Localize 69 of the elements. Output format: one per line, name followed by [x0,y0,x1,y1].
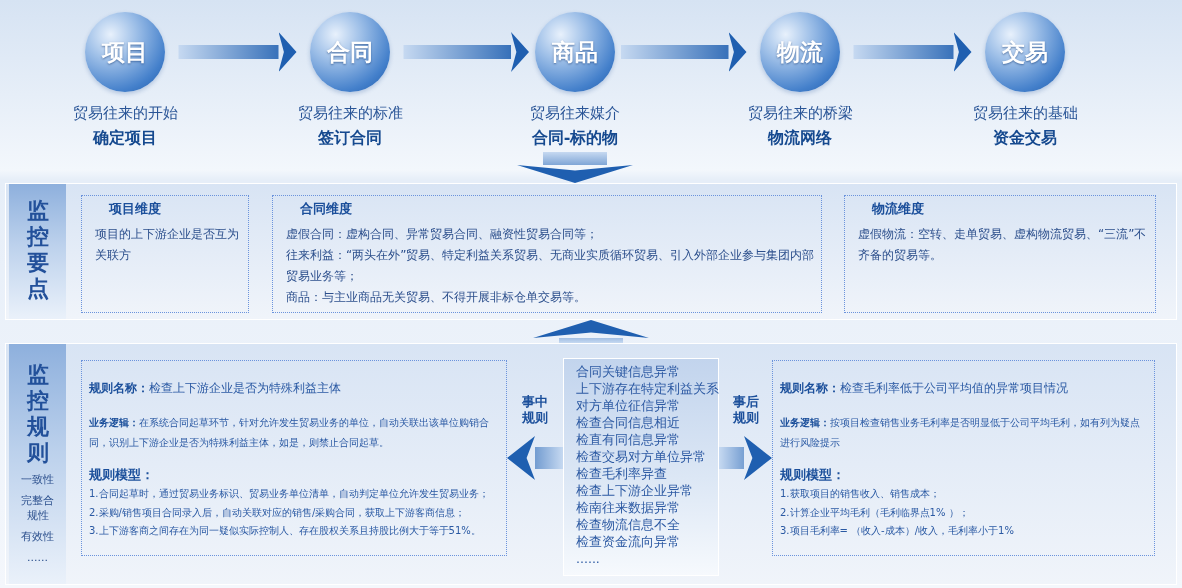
arrow [507,436,563,480]
band-panel [5,183,1177,320]
rule-model-item: 1.获取项目的销售收入、销售成本； [780,487,940,501]
stage-caption: 贸易往来的桥梁 [747,104,853,123]
edge-label: 事后规则 [732,394,759,426]
arrow [621,32,747,72]
band-panel [5,343,1177,585]
stage-subtitle: 物流网络 [768,128,832,147]
rule-list-item: 合同关键信息异常 [576,363,680,380]
rule-logic-text: 业务逻辑：按项目检查销售业务毛利率是否明显低于公司平均毛利，如有列为疑点进行风险提示 [780,416,1141,450]
rule-list-item: 检查上下游企业异常 [576,482,693,499]
stage-caption: 贸易往来的基础 [972,104,1078,123]
dimension-heading: 物流维度 [872,200,924,218]
rule-model-item: 3.项目毛利率= （收入-成本）/收入，毛利率小于1% [780,524,1014,538]
edge-label: 事中规则 [522,394,548,426]
stage-subtitle: 合同-标的物 [531,128,619,147]
arrow [719,436,772,480]
rule-model-item: 2.采购/销售项目合同录入后，自动关联对应的销售/采购合同，获取上下游客商信息； [89,505,466,520]
arrow [853,32,972,72]
rule-list-item: 检查毛利率异查 [576,465,667,482]
dimension-box [844,195,1156,313]
dimension-text: 商品：与主业商品无关贸易、不得开展非标仓单交易等。 [286,289,587,306]
criterion-text: 有效性 [21,529,54,544]
arrow [517,152,633,183]
stage-caption: 贸易往来的标准 [297,104,403,123]
stage-subtitle: 签订合同 [318,128,382,147]
dimension-text: 往来利益：“两头在外”贸易、特定利益关系贸易、无商业实质循环贸易、引入外部企业参与集团内部贸易业务等； [286,247,815,285]
dimension-text: 虚假合同：虚构合同、异常贸易合同、融资性贸易合同等； [286,226,599,243]
arrow [178,32,297,72]
dimension-text: 虚假物流：空转、走单贸易、虚构物流贸易、“三流”不齐备的贸易等。 [858,226,1148,264]
rule-list-item: 检查物流信息不全 [576,516,680,533]
dimension-box [81,195,249,313]
stage-circle: 合同 [310,12,390,92]
ellipsis-text: ...... [576,550,600,567]
criterion-text: 完整合规性 [20,493,55,523]
rule-name-text: 规则名称：检查毛利率低于公司平均值的异常项目情况 [780,380,1068,397]
rule-list-item: 检直有同信息异常 [576,431,680,448]
arrow [403,32,529,72]
rule-logic-text: 业务逻辑：在系统合同起草环节，针对允许发生贸易业务的单位，自动关联出该单位购销合同，识别上下游企业是否为特殊利益主体，如是，则禁止合同起草。 [89,416,490,450]
stage-circle: 商品 [535,12,615,92]
rule-name-text: 规则名称：检查上下游企业是否为特殊利益主体 [89,380,341,397]
arrow [533,320,649,343]
criterion-text: 一致性 [21,472,54,487]
rule-list-item: 检查合同信息相近 [576,414,680,431]
rule-model-item: 2.计算企业平均毛利（毛利临界点1% ）； [780,505,969,520]
stage-subtitle: 确定项目 [93,128,157,147]
rule-model-item: 1.合同起草时，通过贸易业务标识、贸易业务单位清单，自动判定单位允许发生贸易业务； [89,487,489,501]
rule-list-item: 检查交易对方单位异常 [576,448,706,465]
ellipsis-text: ...... [27,550,48,565]
rule-list-item: 对方单位征信异常 [576,397,680,414]
rule-list-item: 检南往来数据异常 [576,499,680,516]
rule-model-heading: 规则模型： [780,466,845,484]
stage-circle: 物流 [760,12,840,92]
rule-model-heading: 规则模型： [89,466,154,484]
stage-circle: 项目 [85,12,165,92]
rule-list-box [563,358,719,576]
stage-caption: 贸易往来媒介 [530,104,620,123]
dimension-box [272,195,822,313]
dimension-heading: 项目维度 [109,200,161,218]
stage-caption: 贸易往来的开始 [72,104,178,123]
band-title: 监控要点 [26,198,49,302]
stage-subtitle: 资金交易 [993,128,1057,147]
rule-model-item: 3.上下游客商之间存在为同一疑似实际控制人、存在股权关系且持股比例大于等于51%。 [89,524,481,538]
dimension-heading: 合同维度 [300,200,352,218]
dimension-text: 项目的上下游企业是否互为关联方 [95,226,240,264]
stage-circle: 交易 [985,12,1065,92]
rule-list-item: 上下游存在特定利益关系 [576,380,719,397]
band-title: 监控规则 [26,362,49,466]
rule-list-item: 检查资金流向异常 [576,533,680,550]
